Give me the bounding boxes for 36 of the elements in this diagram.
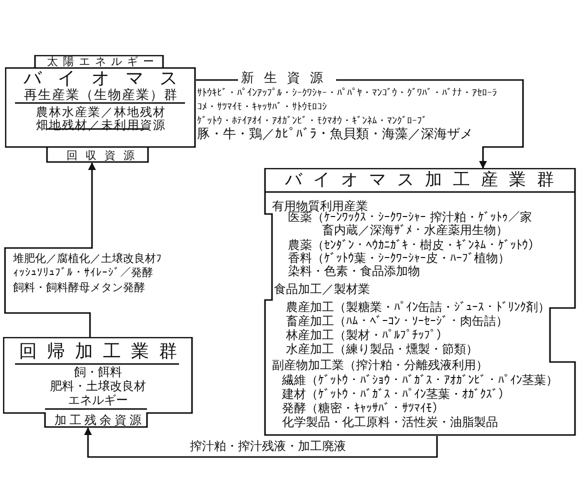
group-box [3, 337, 193, 428]
species-list: 豚・牛・鶏／ｶﾋﾟﾊﾞﾗ・魚貝類・海藻／深海ザメ [197, 128, 473, 142]
section-heading: 副産物加工業（搾汁粕・分離残液利用） [272, 359, 488, 372]
box-heading: バイオマス [22, 69, 194, 89]
list-item: 水産加工（練り製品・燻製・節類） [286, 343, 478, 356]
list-item: 医薬（ｹｰﾝﾜｯｸｽ・ｼｰｸﾜｰｼｬｰ 搾汁粕・ｹﾞｯﾄｩ／家畜内蔵／深海ｻﾞﾒ・水産薬用生物） [288, 211, 533, 238]
industry-box [262, 168, 577, 436]
species-list: ｻﾄｳｷﾋﾞ・ﾊﾟｲﾝｱｯﾌﾟﾙ・ｼｰｸﾜｼｬｰ・ﾊﾟﾊﾟﾔ・ﾏﾝｺﾞｳ・ｸﾞﾜﾊﾞ・ﾊﾞﾅﾅ・ｱｾﾛｰﾗ [197, 88, 497, 99]
connector-arrow [84, 427, 438, 458]
tab-label: 回収資源 [66, 150, 144, 162]
box-text: 飼・餌料 [73, 366, 123, 380]
box-heading: 回帰加工業群 [18, 342, 188, 362]
tab-label: 太陽エネルギー [46, 56, 160, 68]
list-item: 農薬（ｾﾝﾀﾞﾝ・ﾍｳｶﾆｶﾞｷ・樹皮・ｷﾞﾝﾈﾑ・ｹﾞｯﾄｳ） [288, 239, 540, 252]
edge-label: 新生資源 [238, 72, 336, 86]
tab-label: 加工残余資源 [54, 414, 146, 428]
box-text: 肥料・土壌改良材 [49, 380, 147, 394]
box-subheading: 再生産業（生物産業）群 [23, 89, 179, 104]
edge-label: 搾汁粕・搾汁残液・加工廃液 [190, 440, 346, 454]
species-list: ｺﾒ・ｻﾂﾏｲﾓ・ｷｬｯｻﾊﾞ・ｻﾄｳﾓﾛｺｼ [197, 102, 327, 113]
group-box [5, 55, 196, 163]
list-item: 発酵（糖密・ｷｬｯｻﾊﾞ・ｻﾂﾏｲﾓ） [282, 402, 444, 416]
list-item: 化学製品・化工原料・活性炭・油脂製品 [282, 416, 498, 430]
edge-label: 堆肥化／腐植化／土壌改良材ﾌｨｯｼｭｿﾘｭﾌﾞﾙ・ｻｲﾚｰｼﾞ／発酵飼料・飼料酵母メタン発酵 [13, 252, 163, 295]
list-item: 繊維（ｹﾞｯﾄｳ・ﾊﾞｼｮｳ・ﾊﾞｶﾞｽ・ｱｵｶﾞﾝﾋﾞ・ﾊﾟｲﾝ茎葉） [282, 374, 558, 388]
species-list: ｹﾞｯﾄｳ・ﾎﾃｲｱｵｲ・ｱｵｶﾞﾝﾋﾞ・ﾓｸﾏｵｳ・ｷﾞﾝﾈﾑ・ﾏﾝｸﾞﾛｰﾌﾞ [197, 116, 427, 127]
box-heading: バイオマス加工産業群 [284, 171, 566, 190]
section-heading: 食品加工／製材業 [274, 283, 370, 296]
connector-arrow [4, 162, 96, 337]
list-item: 香料（ｹﾞｯﾄｳ葉・ｼｰｸﾜｰｼｬｰ皮・ﾊｰﾌﾞ植物） [288, 252, 510, 265]
box-text: エネルギー [67, 394, 129, 408]
list-item: 畜産加工（ﾊﾑ・ﾍﾞｰｺﾝ・ｿｰｾｰｼﾞ・肉缶詰） [286, 315, 508, 328]
list-item: 農産加工（製糖業・ﾊﾟｲﾝ缶詰・ｼﾞｭｰｽ・ﾄﾞﾘﾝｸ剤） [286, 301, 550, 314]
list-item: 染料・色素・食品添加物 [288, 265, 420, 278]
list-item: 林産加工（製材・ﾊﾟﾙﾌﾟﾁｯﾌﾟ） [286, 329, 448, 342]
list-item: 建材（ｹﾞｯﾄｳ・ﾊﾞｶﾞｽ・ﾊﾟｲﾝ茎葉・ｵｶﾞｸｽﾞ） [282, 388, 510, 402]
